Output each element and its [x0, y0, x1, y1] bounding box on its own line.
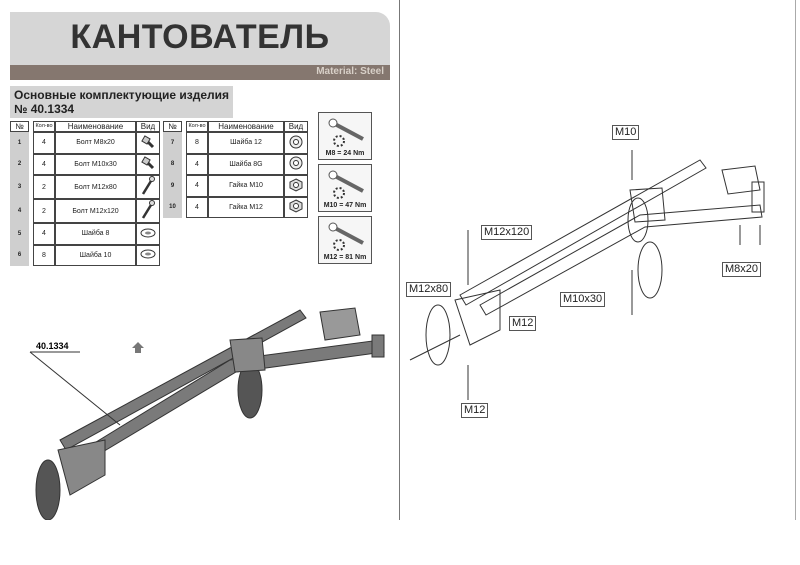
header-qty: Кол-во — [33, 121, 55, 132]
parts-table-left: № Кол-во Наименование Вид 1 4 Болт M8x20… — [10, 121, 160, 266]
part-qty: 8 — [33, 244, 55, 266]
arrow-icon — [132, 342, 144, 353]
bolt-short-icon — [136, 132, 160, 154]
part-row: 3 2 Болт M12x80 — [10, 175, 160, 199]
label-m10x30: M10x30 — [560, 292, 606, 307]
washer-icon — [136, 223, 160, 245]
part-name: Шайба 12 — [208, 132, 284, 154]
part-qty: 4 — [186, 196, 208, 218]
wrench-icon — [328, 170, 364, 199]
part-row: 1 4 Болт M8x20 — [10, 132, 160, 154]
part-row: 5 4 Шайба 8 — [10, 223, 160, 245]
part-name: Гайка M10 — [208, 175, 284, 197]
label-m12-a: M12 — [509, 316, 537, 331]
assembly-number: 40.1334 — [36, 341, 69, 351]
header-view: Вид — [284, 121, 308, 132]
part-row: 6 8 Шайба 10 — [10, 244, 160, 266]
torque-box-m8: M8 = 24 Nm — [318, 112, 372, 160]
torque-box-m10: M10 = 47 Nm — [318, 164, 372, 212]
nut-icon — [284, 196, 308, 218]
part-row: 10 4 Гайка M12 — [163, 196, 308, 218]
spring-washer-icon — [284, 153, 308, 175]
part-qty: 4 — [33, 153, 55, 175]
torque-label: M8 = 24 Nm — [325, 150, 365, 157]
header-name: Наименование — [55, 121, 136, 132]
part-number: 6 — [10, 244, 29, 266]
part-row: 4 2 Болт M12x120 — [10, 199, 160, 223]
header-num: № — [163, 121, 182, 132]
part-qty: 2 — [33, 199, 55, 223]
part-name: Гайка M12 — [208, 196, 284, 218]
wrench-icon — [328, 118, 364, 147]
part-number: 3 — [10, 175, 29, 199]
part-row: 2 4 Болт M10x30 — [10, 153, 160, 175]
title-banner — [10, 12, 390, 65]
label-m12x120: M12x120 — [481, 225, 533, 240]
torque-box-m12: M12 = 81 Nm — [318, 216, 372, 264]
label-m12-b: M12 — [461, 403, 489, 418]
label-m8x20: M8x20 — [722, 262, 762, 277]
spring-washer-icon — [284, 132, 308, 154]
part-name: Шайба 8G — [208, 153, 284, 175]
bolt-long-icon — [136, 199, 160, 223]
header-num: № — [10, 121, 29, 132]
part-number: 7 — [163, 132, 182, 154]
part-qty: 4 — [33, 223, 55, 245]
part-qty: 4 — [186, 153, 208, 175]
part-name: Болт M10x30 — [55, 153, 136, 175]
header-view: Вид — [136, 121, 160, 132]
material-stripe — [10, 65, 390, 80]
wrench-icon — [328, 222, 364, 251]
nut-icon — [284, 175, 308, 197]
part-name: Болт M12x80 — [55, 175, 136, 199]
label-m10: M10 — [612, 125, 640, 140]
part-qty: 2 — [33, 175, 55, 199]
bolt-long-icon — [136, 175, 160, 199]
part-number: 4 — [10, 199, 29, 223]
page-border — [795, 0, 796, 520]
components-subtitle: Основные комплектующие изделия № 40.1334 — [10, 86, 233, 118]
part-number: 9 — [163, 175, 182, 197]
part-number: 5 — [10, 223, 29, 245]
part-row: 7 8 Шайба 12 — [163, 132, 308, 154]
torque-label: M12 = 81 Nm — [323, 254, 367, 261]
material-label: Material: Steel — [316, 66, 384, 77]
part-name: Шайба 8 — [55, 223, 136, 245]
part-row: 8 4 Шайба 8G — [163, 153, 308, 175]
part-name: Шайба 10 — [55, 244, 136, 266]
leader-line — [29, 351, 121, 426]
part-name: Болт M8x20 — [55, 132, 136, 154]
page-divider — [399, 0, 400, 520]
part-number: 1 — [10, 132, 29, 154]
bolt-short-icon — [136, 153, 160, 175]
subtitle-line2: № 40.1334 — [14, 102, 75, 116]
part-name: Болт M12x120 — [55, 199, 136, 223]
part-number: 10 — [163, 196, 182, 218]
page-title: КАНТОВАТЕЛЬ — [70, 18, 330, 56]
header-name: Наименование — [208, 121, 284, 132]
subtitle-line1: Основные комплектующие изделия — [14, 88, 229, 102]
part-number: 2 — [10, 153, 29, 175]
parts-table-right: № Кол-во Наименование Вид 7 8 Шайба 12 8… — [163, 121, 308, 218]
part-qty: 4 — [186, 175, 208, 197]
part-qty: 4 — [33, 132, 55, 154]
part-number: 8 — [163, 153, 182, 175]
washer-icon — [136, 244, 160, 266]
torque-label: M10 = 47 Nm — [323, 202, 367, 209]
header-qty: Кол-во — [186, 121, 208, 132]
part-qty: 8 — [186, 132, 208, 154]
assembled-tilter-drawing: 40.1334 — [29, 307, 385, 520]
label-m12x80: M12x80 — [406, 282, 452, 297]
exploded-view-drawing — [409, 150, 765, 400]
part-row: 9 4 Гайка M10 — [163, 175, 308, 197]
